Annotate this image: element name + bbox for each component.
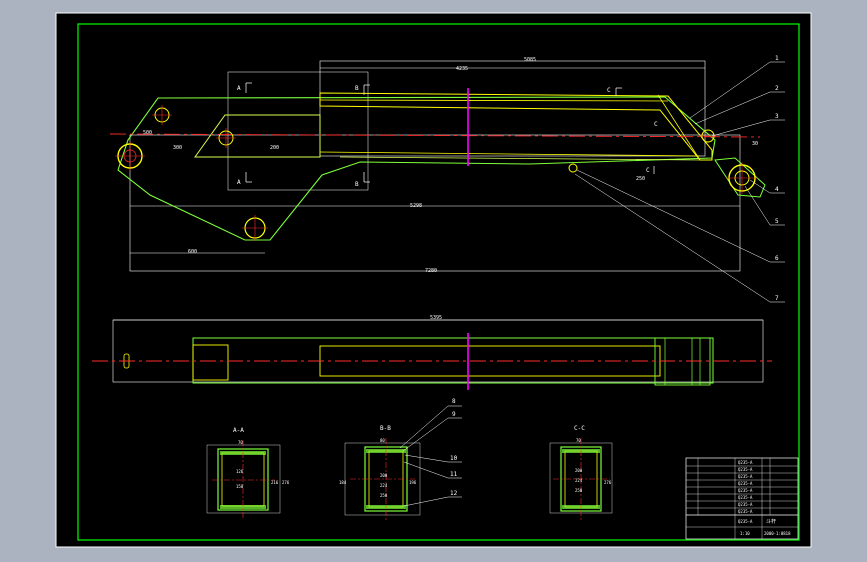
section-leaders: [399, 405, 462, 507]
section-aa-dim-4: 216: [271, 480, 279, 485]
section-mark-a-bottom: A: [237, 179, 241, 186]
section-leader-12: 12: [450, 490, 458, 497]
pin-left-end: [115, 141, 145, 171]
section-bb-title: B-B: [380, 425, 391, 432]
leader-callouts: [574, 61, 785, 303]
dim-plan-total: 5395: [430, 315, 442, 321]
tb-row-2: Q235-A: [738, 467, 753, 472]
grease-fitting: [568, 163, 578, 173]
leader-4: 4: [775, 186, 779, 193]
tb-row-6: Q235-A: [738, 495, 753, 500]
section-aa-dim-2: 126: [236, 469, 244, 474]
section-bb-dim-1: 80: [380, 438, 385, 443]
sheet-border: [55, 12, 812, 548]
plan-inner-box: [192, 344, 229, 381]
pin-hole-bottom: [242, 215, 268, 241]
section-aa-dim-1: 70: [238, 440, 243, 445]
dim-bottom-inner: 5298: [410, 203, 422, 209]
section-cc-dim-5: 276: [604, 480, 612, 485]
leader-2: 2: [775, 85, 779, 92]
section-leader-10: 10: [450, 455, 458, 462]
section-cc-dim-1: 70: [576, 438, 581, 443]
tb-row-4: Q235-A: [738, 481, 753, 486]
tb-row-1: Q235-A: [738, 460, 753, 465]
plate-slope: [657, 94, 701, 161]
section-mark-c-mid: C: [654, 121, 658, 128]
dim-left-1: 500: [143, 130, 152, 136]
tb-row-5: Q235-A: [738, 488, 753, 493]
leader-7: 7: [775, 295, 779, 302]
plan-view: 5395: [92, 315, 772, 390]
elevation-view: A A B B C C C 5085 4235 7280 5298 500 30…: [109, 55, 785, 303]
tb-part-name: 斗杆: [766, 518, 776, 525]
section-bb-dim-5: 196: [409, 480, 417, 485]
plan-end-lugs: [654, 337, 711, 386]
section-mark-a-top: A: [237, 85, 241, 92]
boom-outline: [117, 96, 716, 241]
section-bb-dim-2: 200: [380, 473, 388, 478]
section-mark-b-bottom: B: [355, 181, 359, 188]
tb-row-3: Q235-A: [738, 474, 753, 479]
section-aa-title: A-A: [233, 427, 244, 434]
section-cc-dim-3: 224: [575, 478, 583, 483]
dim-top-total: 5085: [524, 57, 536, 63]
drawing-frame: [77, 23, 800, 541]
section-bb: B-B 80 200 224 250 196 184 8 9 10 11 12: [339, 398, 462, 522]
dim-right-2: 30: [752, 141, 758, 147]
tb-material: Q235-A: [738, 519, 753, 524]
section-aa: A-A 70 126 150 216 276: [206, 427, 290, 520]
dim-box-top: [319, 60, 706, 157]
leader-5: 5: [775, 218, 779, 225]
lower-plate: [194, 114, 321, 158]
section-bb-dim-3: 224: [380, 483, 388, 488]
section-mark-b-top: B: [355, 85, 359, 92]
plate-line-3: [339, 156, 701, 161]
tb-row-8: Q235-A: [738, 509, 753, 514]
dim-left-3: 200: [270, 145, 279, 151]
section-mark-c-top: C: [607, 87, 611, 94]
dim-left-2: 300: [173, 145, 182, 151]
title-block: Q235-A Q235-A Q235-A Q235-A Q235-A Q235-…: [685, 457, 799, 540]
tb-scale: 1:10: [740, 531, 750, 536]
pin-hole-right: [700, 129, 716, 143]
tb-drawing-no: 2000-1:0818: [764, 531, 791, 536]
leader-1: 1: [775, 55, 779, 62]
paper-sheet: [56, 13, 811, 547]
tb-row-7: Q235-A: [738, 502, 753, 507]
section-cc-dim-4: 250: [575, 488, 583, 493]
section-mark-c-bottom: C: [646, 167, 650, 174]
section-aa-dim-5: 276: [282, 480, 290, 485]
section-bb-dim-6: 184: [339, 480, 347, 485]
dim-box-bottom: [129, 134, 741, 272]
pin-hole-upper-left: [152, 105, 172, 125]
pin-hole-mid-left: [216, 128, 236, 148]
section-cc: C-C 70 200 224 250 276: [549, 425, 613, 520]
leader-3: 3: [775, 113, 779, 120]
leader-6: 6: [775, 255, 779, 262]
upper-plate: [319, 92, 713, 161]
section-leader-11: 11: [450, 471, 458, 478]
section-aa-dim-3: 150: [236, 484, 244, 489]
dim-bottom-left: 600: [188, 249, 197, 255]
dim-bottom-total: 7280: [425, 268, 437, 274]
section-leader-8: 8: [452, 398, 456, 405]
pin-right-end: [714, 157, 766, 198]
section-leader-9: 9: [452, 411, 456, 418]
section-bb-dim-4: 250: [380, 493, 388, 498]
section-cc-dim-2: 200: [575, 468, 583, 473]
dim-top-inner: 4235: [456, 66, 468, 72]
dim-right-1: 250: [636, 176, 645, 182]
plate-line-2: [319, 151, 701, 157]
section-cc-title: C-C: [574, 425, 585, 432]
plate-line-1: [319, 99, 669, 102]
centerline-elevation: [109, 133, 761, 138]
